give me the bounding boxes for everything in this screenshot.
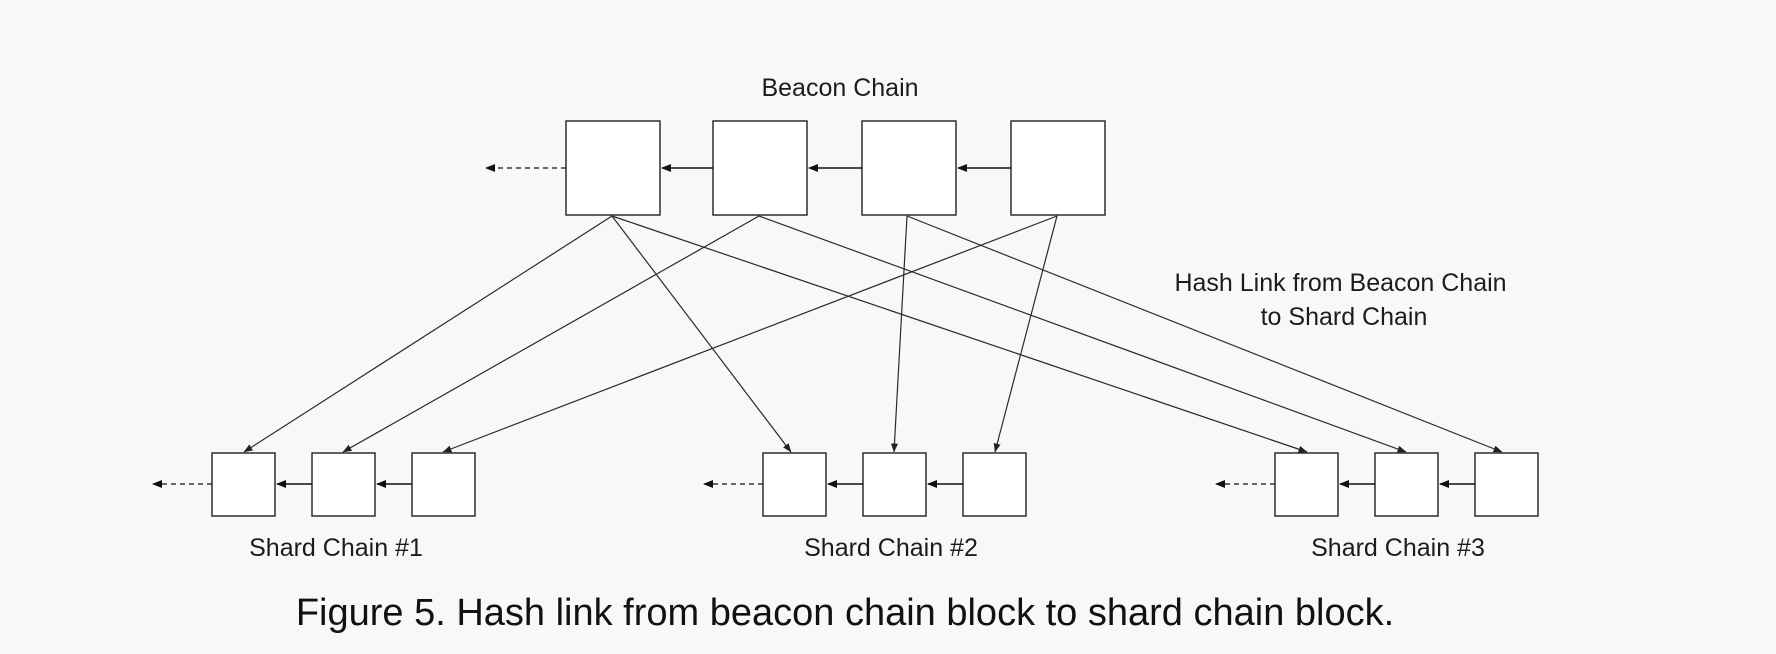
- shard-chain-1-label: Shard Chain #1: [249, 534, 423, 562]
- hash-link-arrow: [342, 215, 760, 453]
- shard-2-block-2: [862, 452, 927, 517]
- beacon-block-2: [712, 120, 808, 216]
- shard-chain-3-label: Shard Chain #3: [1311, 534, 1485, 562]
- hash-link-arrow: [758, 215, 1407, 453]
- hash-links: [243, 215, 1503, 453]
- shard-chain-2-label: Shard Chain #2: [804, 534, 978, 562]
- hash-link-arrow: [993, 215, 1058, 453]
- hash-link-arrow: [890, 215, 908, 453]
- shard-3-block-2: [1374, 452, 1439, 517]
- hash-link-label: Hash Link from Beacon Chain to Shard Cha…: [1174, 269, 1513, 331]
- shard-1-block-2: [311, 452, 376, 517]
- shard-1-block-1: [211, 452, 276, 517]
- shard-2-block-3: [962, 452, 1027, 517]
- shard-3-block-3: [1474, 452, 1539, 517]
- shard-chain-3: Shard Chain #3: [1215, 452, 1539, 562]
- hash-link-arrow: [611, 215, 792, 453]
- shard-chain-2: Shard Chain #2: [703, 452, 1027, 562]
- hash-link-arrow: [906, 215, 1503, 453]
- shard-chain-1: Shard Chain #1: [152, 452, 476, 562]
- hash-link-label-line1: Hash Link from Beacon Chain: [1174, 269, 1506, 297]
- shard-2-block-1: [762, 452, 827, 517]
- beacon-chain: [485, 120, 1106, 216]
- hash-link-label-line2: to Shard Chain: [1261, 303, 1428, 331]
- beacon-block-4: [1010, 120, 1106, 216]
- hash-link-arrow: [442, 215, 1058, 453]
- shard-3-block-1: [1274, 452, 1339, 517]
- shard-1-block-3: [411, 452, 476, 517]
- figure-caption: Figure 5. Hash link from beacon chain bl…: [296, 592, 1394, 634]
- beacon-block-1: [565, 120, 661, 216]
- beacon-block-3: [861, 120, 957, 216]
- hash-link-arrow: [243, 215, 613, 453]
- beacon-chain-label: Beacon Chain: [761, 74, 918, 102]
- hash-link-arrow: [611, 215, 1308, 453]
